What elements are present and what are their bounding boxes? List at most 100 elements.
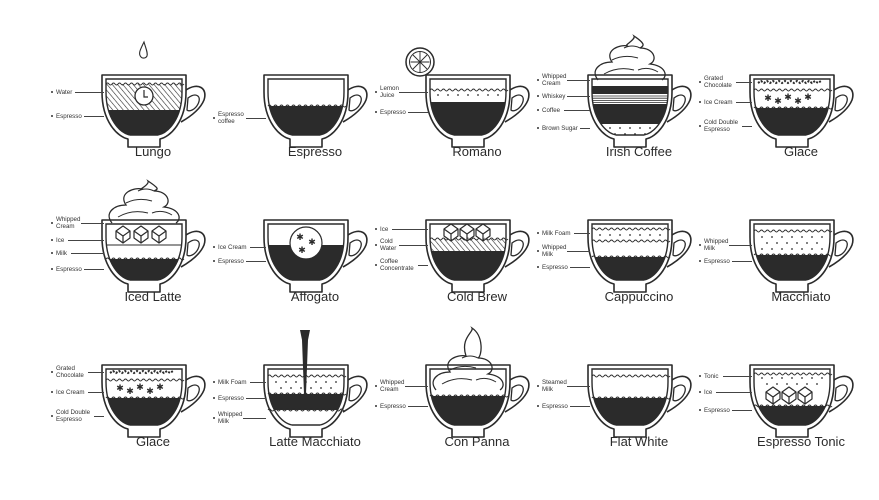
leader-line [732, 410, 752, 411]
drink-name: Glace [784, 144, 818, 159]
whipped-cream-coffee-cup-icon [425, 326, 530, 438]
leader-line [735, 82, 752, 83]
leader-line [249, 247, 266, 248]
pour-stream-coffee-cup-icon [263, 330, 368, 438]
leader-line [742, 126, 752, 127]
leader-line [84, 269, 104, 270]
svg-text:✱: ✱ [156, 382, 164, 392]
ingredient-label: Coffee [536, 106, 561, 114]
leader-line [74, 92, 104, 93]
drink-name: Flat White [609, 434, 669, 449]
drink-name: Espresso Tonic [757, 434, 845, 449]
coffee-cup-icon: ✱✱✱ [263, 219, 368, 293]
svg-text:✱: ✱ [774, 96, 782, 106]
leader-line [722, 376, 752, 377]
whipped-cream-coffee-cup-icon [101, 179, 206, 293]
ingredient-label: Whipped Milk [212, 411, 243, 425]
drink-name: Cappuccino [604, 289, 674, 304]
drink-name: Latte Macchiato [269, 434, 361, 449]
ingredient-label: Ice [374, 225, 389, 233]
svg-text:✱: ✱ [764, 93, 772, 103]
svg-text:✱: ✱ [804, 92, 812, 102]
drink-name: Lungo [134, 144, 172, 159]
ingredient-label: Tonic [698, 372, 719, 380]
ingredient-label: Espresso [51, 112, 82, 120]
leader-line [567, 386, 590, 387]
svg-text:✱: ✱ [794, 96, 802, 106]
drink-name: Irish Coffee [605, 144, 673, 159]
svg-text:✱: ✱ [296, 232, 304, 242]
ingredient-label: Coffee Concentrate [375, 258, 414, 272]
ingredient-label: Water [50, 88, 73, 96]
ingredient-label: Whipped Cream [374, 379, 405, 393]
drink-name: Glace [136, 434, 170, 449]
leader-line [398, 92, 428, 93]
ingredient-label: Espresso coffee [213, 111, 244, 125]
ingredient-label: Espresso [51, 265, 82, 273]
leader-line [243, 418, 266, 419]
leader-line [246, 261, 266, 262]
drink-name: Romano [452, 144, 502, 159]
leader-line [398, 245, 428, 246]
svg-text:✱: ✱ [136, 382, 144, 392]
drink-name: Con Panna [444, 434, 510, 449]
leader-line [715, 392, 752, 393]
leader-line [71, 253, 104, 254]
ingredient-label: Whipped Milk [698, 238, 729, 252]
ingredient-label: Cold Double Espresso [50, 409, 91, 423]
svg-text:✱: ✱ [146, 386, 154, 396]
ingredient-label: Whipped Cream [536, 73, 567, 87]
ingredient-label: Espresso [537, 402, 568, 410]
ingredient-label: Whiskey [536, 92, 566, 100]
ingredient-label: Whipped Milk [536, 244, 567, 258]
leader-line [87, 372, 104, 373]
drink-name: Iced Latte [124, 289, 182, 304]
leader-line [563, 110, 590, 111]
coffee-cup-icon [587, 219, 692, 293]
drink-name: Macchiato [771, 289, 831, 304]
leader-line [246, 118, 266, 119]
ingredient-label: Cold Water [374, 238, 397, 252]
leader-line [87, 392, 104, 393]
ingredient-label: Ice Cream [213, 243, 247, 251]
ingredient-label: Steamed Milk [537, 379, 567, 393]
ingredient-label: Ice Cream [51, 388, 85, 396]
coffee-cup-icon [749, 364, 854, 438]
leader-line [567, 96, 590, 97]
ingredient-label: Grated Chocolate [699, 75, 732, 89]
ingredient-label: Espresso [699, 257, 730, 265]
leader-line [94, 416, 104, 417]
ingredient-label: Ice Cream [699, 98, 733, 106]
ingredient-label: Milk Foam [213, 378, 247, 386]
leader-line [81, 223, 104, 224]
ingredient-label: Brown Sugar [537, 124, 578, 132]
svg-text:✱: ✱ [116, 383, 124, 393]
coffee-cup-icon [749, 219, 854, 293]
leader-line [732, 261, 752, 262]
ingredient-label: Ice [50, 236, 65, 244]
leader-line [408, 112, 428, 113]
ingredient-label: Whipped Cream [50, 216, 81, 230]
leader-line [580, 128, 590, 129]
drink-name: Cold Brew [447, 289, 507, 304]
svg-text:✱: ✱ [298, 245, 306, 255]
svg-text:✱: ✱ [784, 92, 792, 102]
leader-line [67, 240, 104, 241]
leader-line [570, 267, 590, 268]
leader-line [567, 80, 590, 81]
ingredient-label: Espresso [537, 263, 568, 271]
leader-line [408, 406, 428, 407]
svg-text:✱: ✱ [126, 386, 134, 396]
ingredient-label: Espresso [375, 402, 406, 410]
svg-text:✱: ✱ [308, 237, 316, 247]
coffee-cup-icon: ✱✱✱✱✱ [749, 74, 854, 148]
